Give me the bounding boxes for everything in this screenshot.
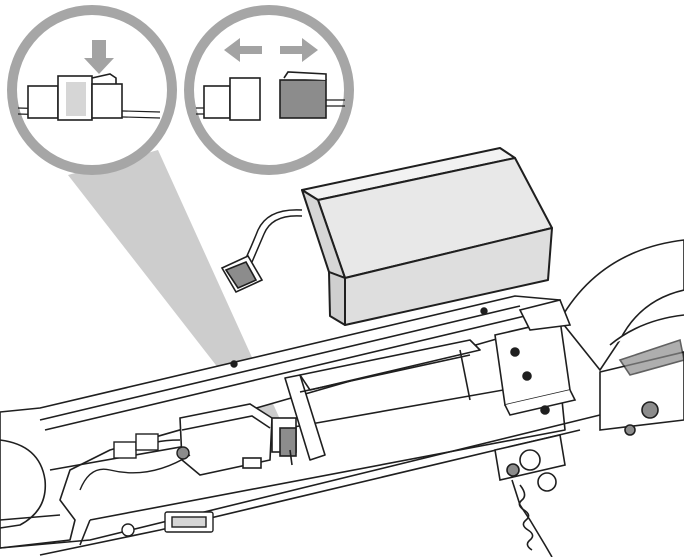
kickstand-mount	[494, 434, 566, 492]
scooter-deck	[0, 295, 684, 556]
battery-connector-plug	[220, 254, 264, 294]
callout-cone	[68, 150, 284, 432]
wiring-harness	[79, 433, 191, 491]
zoom-callout-connect	[7, 5, 177, 175]
battery-cable	[245, 209, 303, 263]
zoom-callout-disconnect	[184, 5, 354, 175]
deck-side-details	[121, 307, 488, 537]
connected-plug	[27, 73, 123, 121]
rear-bracket	[494, 299, 577, 416]
kickstand-spring	[511, 479, 553, 557]
plug-half-right	[279, 71, 327, 119]
left-right-arrow-icon	[224, 38, 318, 62]
deck-connector	[271, 417, 297, 466]
controller-box	[179, 403, 273, 476]
rear-fender	[559, 239, 684, 436]
battery-pack	[301, 147, 553, 326]
down-arrow-icon	[84, 40, 114, 74]
plug-half-left	[203, 77, 261, 121]
